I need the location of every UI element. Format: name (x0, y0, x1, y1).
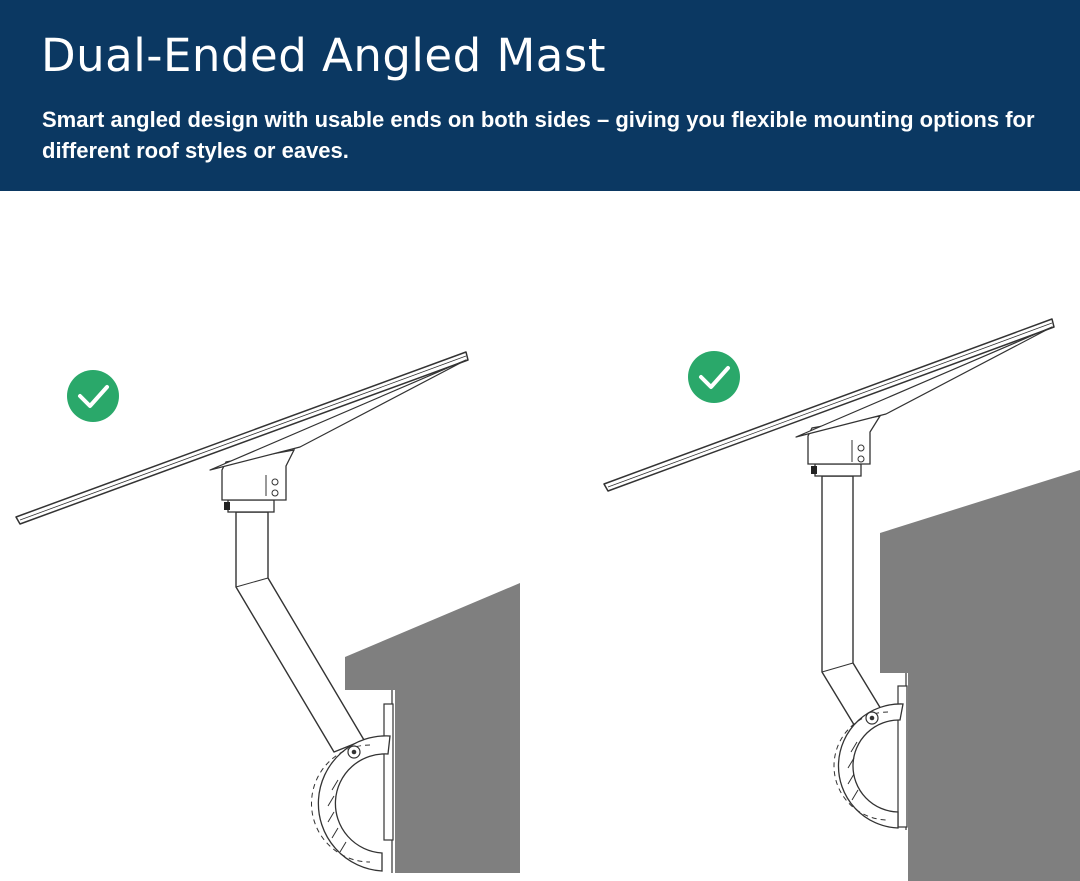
left-mount-plate (383, 703, 394, 841)
page-subtitle: Smart angled design with usable ends on … (42, 107, 1035, 163)
right-satellite-dish (603, 318, 1055, 492)
right-mount-plate (897, 685, 908, 828)
header-banner: Dual-Ended Angled Mast Smart angled desi… (0, 0, 1080, 191)
left-clamp-collar (227, 499, 275, 513)
left-gear-bracket (311, 735, 391, 872)
right-roof-block (880, 470, 1080, 881)
right-clamp-collar (814, 463, 862, 477)
left-illustration (15, 351, 520, 873)
right-mast-pole (821, 475, 885, 729)
page-title: Dual-Ended Angled Mast (41, 29, 606, 82)
right-gear-bracket (833, 703, 904, 829)
right-illustration (603, 318, 1080, 881)
left-roof-block (345, 583, 520, 873)
right-clamp-knob (811, 466, 817, 474)
left-check-circle-icon (67, 370, 119, 422)
right-check-circle-icon (688, 351, 740, 403)
left-mast-pole (235, 511, 365, 753)
left-clamp-knob (224, 502, 230, 510)
mounting-illustrations (15, 318, 1080, 881)
left-satellite-dish (15, 351, 469, 525)
